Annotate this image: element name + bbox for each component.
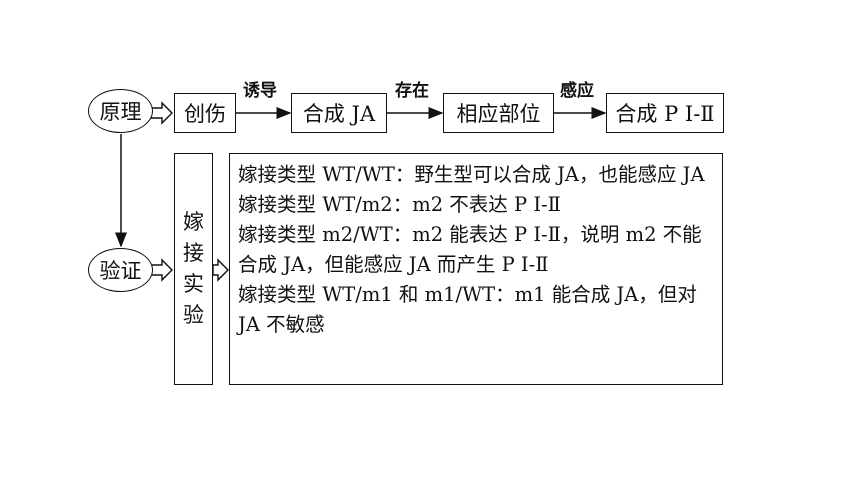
label-sense: 感应 bbox=[560, 81, 594, 101]
hollow-arrow-verify bbox=[150, 258, 173, 282]
node-site: 相应部位 bbox=[443, 93, 554, 133]
node-synth-pi: 合成 P I-Ⅱ bbox=[606, 93, 724, 133]
label-exist: 存在 bbox=[395, 81, 429, 101]
node-principle: 原理 bbox=[88, 89, 153, 133]
graft-char-2: 接 bbox=[183, 241, 204, 265]
hollow-arrow-graft bbox=[212, 258, 229, 282]
hollow-arrow-principle bbox=[150, 101, 173, 125]
node-verify: 验证 bbox=[88, 248, 153, 292]
graft-char-4: 验 bbox=[183, 303, 204, 327]
graft-results-box: 嫁接类型 WT/WT：野生型可以合成 JA，也能感应 JA 嫁接类型 WT/m2… bbox=[229, 153, 723, 385]
label-induce: 诱导 bbox=[243, 81, 277, 101]
result-wt-m2: 嫁接类型 WT/m2：m2 不表达 P I-Ⅱ bbox=[238, 193, 561, 216]
node-graft-experiment: 嫁 接 实 验 bbox=[174, 153, 213, 385]
graft-char-3: 实 bbox=[183, 272, 204, 296]
node-injury: 创伤 bbox=[174, 93, 236, 133]
result-m1: 嫁接类型 WT/m1 和 m1/WT：m1 能合成 JA，但对 JA 不敏感 bbox=[238, 283, 697, 336]
graft-char-1: 嫁 bbox=[183, 210, 204, 234]
result-m2-wt: 嫁接类型 m2/WT：m2 能表达 P I-Ⅱ，说明 m2 不能合成 JA，但能… bbox=[238, 223, 702, 276]
node-synth-ja: 合成 JA bbox=[291, 93, 387, 133]
result-wt-wt: 嫁接类型 WT/WT：野生型可以合成 JA，也能感应 JA bbox=[238, 163, 705, 186]
